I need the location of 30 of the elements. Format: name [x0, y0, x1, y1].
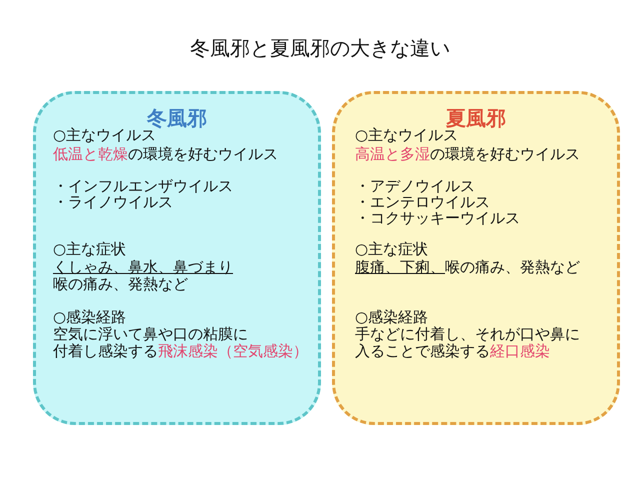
body-text: ・エンテロウイルス: [355, 194, 490, 211]
body-text: ○主なウイルス: [355, 127, 458, 144]
body-text: の環境を好むウイルス: [430, 146, 580, 163]
body-text: ○主な症状: [355, 241, 428, 258]
body-text: ○感染経路: [355, 309, 428, 326]
highlight-text: 低温と乾燥: [53, 146, 128, 163]
body-text: 喉の痛み、発熱など: [53, 276, 188, 293]
body-text: 喉の痛み、発熱など: [445, 259, 580, 276]
body-text: ○主な症状: [53, 241, 126, 258]
highlight-text: 経口感染: [490, 343, 550, 360]
body-text: の環境を好むウイルス: [128, 146, 278, 163]
body-text: 入ることで感染する: [355, 343, 490, 360]
panel-heading: 夏風邪: [445, 106, 507, 130]
panel-heading: 冬風邪: [146, 106, 208, 130]
body-text: 空気に浮いて鼻や口の粘膜に: [53, 326, 248, 343]
body-text: ・ライノウイルス: [53, 194, 173, 211]
body-text: ・コクサッキーウイルス: [355, 210, 520, 227]
highlight-text: 飛沫感染（空気感染）: [158, 343, 308, 360]
underlined-text: くしゃみ、鼻水、鼻づまり: [53, 259, 233, 276]
body-text: 付着し感染する: [53, 343, 158, 360]
body-text: ・インフルエンザウイルス: [53, 178, 233, 195]
title: 冬風邪と夏風邪の大きな違い: [189, 36, 451, 60]
underlined-text: 腹痛、下痢、: [355, 259, 445, 276]
body-text: ○主なウイルス: [53, 127, 156, 144]
body-text: ・アデノウイルス: [355, 178, 475, 195]
body-text: ○感染経路: [53, 309, 126, 326]
panel-box: [332, 91, 620, 425]
panel-box: [33, 91, 321, 425]
highlight-text: 高温と多湿: [355, 146, 430, 163]
body-text: 手などに付着し、それが口や鼻に: [355, 326, 580, 343]
